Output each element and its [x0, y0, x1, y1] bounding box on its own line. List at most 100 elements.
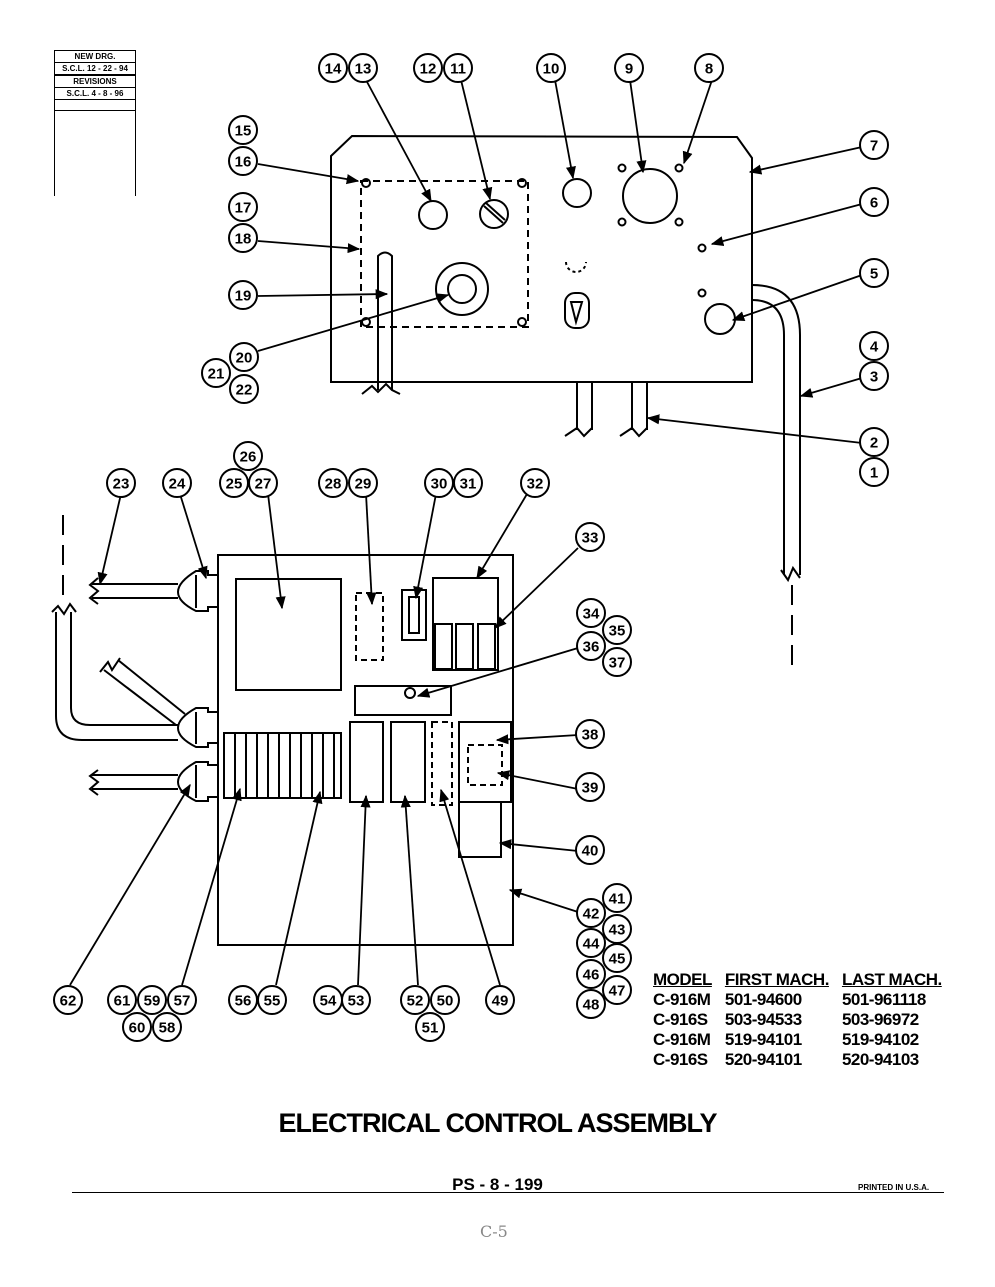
callout-bubble-50: [430, 985, 460, 1015]
callout-label-40: 40: [582, 843, 599, 860]
table-row: C-916M 519-94101 519-94102: [650, 1030, 952, 1050]
callout-bubble-36: [576, 631, 606, 661]
callout-label-48: 48: [583, 997, 600, 1014]
callout-bubble-53: [341, 985, 371, 1015]
strain-relief-62: [176, 761, 219, 802]
table-row: C-916S 503-94533 503-96972: [650, 1010, 952, 1030]
callout-bubble-14: [318, 53, 348, 83]
relay-52: [390, 721, 426, 803]
callout-bubble-40: [575, 835, 605, 865]
lamp-10: [562, 178, 592, 208]
callout-label-12: 12: [420, 61, 437, 78]
callout-label-18: 18: [235, 231, 252, 248]
callout-label-21: 21: [208, 366, 225, 383]
handwritten-note: C-5: [480, 1222, 508, 1241]
callout-label-32: 32: [527, 476, 544, 493]
cell-last: 501-961118: [841, 990, 926, 1009]
control-panel-outline: [330, 134, 753, 383]
callout-label-61: 61: [114, 993, 131, 1010]
cell-model: C-916M: [653, 1030, 711, 1049]
callout-label-49: 49: [492, 993, 509, 1010]
cell-model: C-916S: [653, 1010, 708, 1029]
switch-11: [479, 199, 509, 229]
revision-right-line: [135, 50, 136, 196]
callout-bubble-42: [576, 898, 606, 928]
table-row: C-916S 520-94101 520-94103: [650, 1050, 952, 1070]
callout-label-6: 6: [870, 195, 878, 212]
callout-bubble-61: [107, 985, 137, 1015]
callout-bubble-2: [859, 427, 889, 457]
revision-left-line: [54, 50, 55, 196]
cord-23: [92, 583, 178, 599]
callout-label-8: 8: [705, 61, 713, 78]
cell-last: 503-96972: [841, 1010, 919, 1029]
callout-bubble-5: [859, 258, 889, 288]
callout-label-13: 13: [355, 61, 372, 78]
callout-label-26: 26: [240, 449, 257, 466]
drawing-title: ELECTRICAL CONTROL ASSEMBLY: [278, 1108, 717, 1138]
callout-label-11: 11: [450, 61, 466, 78]
callout-label-57: 57: [174, 993, 191, 1010]
callout-bubble-55: [257, 985, 287, 1015]
callout-label-44: 44: [583, 936, 600, 953]
component-39-dashed: [467, 744, 503, 786]
callout-label-5: 5: [870, 266, 878, 283]
callout-label-2: 2: [870, 435, 878, 452]
callout-label-4: 4: [870, 339, 879, 356]
callout-label-37: 37: [609, 655, 626, 672]
callout-label-62: 62: [60, 993, 77, 1010]
callout-label-24: 24: [169, 476, 186, 493]
callout-bubble-58: [152, 1012, 182, 1042]
header-model: MODEL: [653, 970, 712, 989]
callout-label-10: 10: [543, 61, 560, 78]
callout-label-55: 55: [264, 993, 281, 1010]
callout-label-58: 58: [159, 1020, 176, 1037]
callout-label-17: 17: [235, 200, 252, 217]
callout-label-56: 56: [235, 993, 252, 1010]
fuse-block-32: [432, 577, 499, 671]
tube-3-4: [751, 284, 801, 575]
callout-label-50: 50: [437, 993, 454, 1010]
callout-bubble-19: [228, 280, 258, 310]
terminal-strip: [223, 732, 342, 799]
callout-label-27: 27: [255, 476, 272, 493]
table-row: C-916M 501-94600 501-961118: [650, 990, 952, 1010]
callout-bubble-29: [348, 468, 378, 498]
callout-label-1: 1: [870, 465, 878, 482]
callout-label-31: 31: [460, 476, 477, 493]
callout-label-9: 9: [625, 61, 633, 78]
callout-label-15: 15: [235, 123, 252, 140]
callout-label-34: 34: [583, 606, 600, 623]
callout-label-41: 41: [609, 891, 626, 908]
callout-bubble-49: [485, 985, 515, 1015]
callout-bubble-8: [694, 53, 724, 83]
relay-53: [349, 721, 384, 803]
callout-label-22: 22: [236, 382, 253, 399]
callout-label-20: 20: [236, 350, 253, 367]
callout-bubble-7: [859, 130, 889, 160]
callout-label-39: 39: [582, 780, 599, 797]
callout-label-52: 52: [407, 993, 424, 1010]
callout-bubble-28: [318, 468, 348, 498]
callout-label-33: 33: [582, 530, 599, 547]
wire-b: [631, 382, 648, 430]
callout-label-36: 36: [583, 639, 600, 656]
meter-9: [622, 168, 678, 224]
callout-label-43: 43: [609, 922, 626, 939]
callout-label-51: 51: [422, 1020, 439, 1037]
callout-label-47: 47: [609, 983, 626, 1000]
callout-bubble-20: [229, 342, 259, 372]
callout-bubble-23: [106, 468, 136, 498]
callout-label-60: 60: [129, 1020, 146, 1037]
callout-label-46: 46: [583, 967, 600, 984]
callout-label-29: 29: [355, 476, 372, 493]
indicator-dashed: [565, 261, 587, 273]
component-40: [458, 801, 502, 858]
electrical-enclosure: [217, 554, 514, 946]
knob-20-inner: [447, 274, 477, 304]
component-49-dashed: [431, 721, 453, 806]
switch-13: [418, 200, 448, 230]
callout-bubble-46: [576, 959, 606, 989]
header-first-mach: FIRST MACH.: [724, 970, 830, 989]
